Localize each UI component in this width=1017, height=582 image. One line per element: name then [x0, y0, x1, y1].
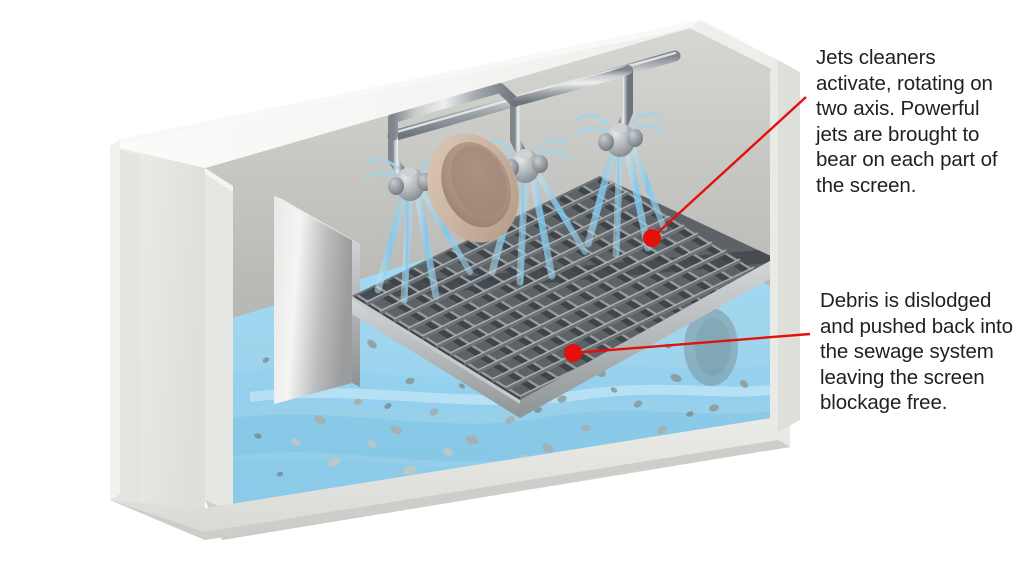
chamber-base-front-face [110, 415, 790, 540]
baffle-plate-top-edge [274, 196, 360, 244]
grating-right-frame [520, 258, 775, 418]
nozzle-hub-left-3 [598, 133, 614, 151]
callout-text-debris: Debris is dislodged and pushed back into… [820, 289, 1013, 414]
chamber-top-rim [110, 20, 778, 168]
jet-streams-1 [374, 191, 473, 304]
jet-streams-3 [584, 147, 667, 258]
jet-supply-manifold [387, 50, 681, 181]
baffle-plate-face [274, 196, 352, 404]
nozzle-cap-3 [613, 123, 627, 133]
nozzle-cap-1 [403, 167, 417, 177]
inlet-pipe-opening [427, 133, 519, 243]
baffle-plate [274, 196, 360, 404]
inlet-pipe-bore-shadow [451, 145, 507, 217]
chamber-left-wall-thickness [205, 168, 233, 512]
chamber-right-outer-wall-front [770, 60, 778, 432]
chamber-outer-shell [110, 20, 800, 540]
nozzle-hub-right-3 [627, 129, 643, 147]
grating-front-frame [352, 296, 520, 418]
bar-screen-grating [352, 176, 775, 418]
chamber-base-bottom [110, 440, 790, 540]
supply-pipe-branch-u2 [510, 65, 633, 107]
jet-nozzle-3 [574, 112, 667, 258]
nozzle-hub-right-2 [532, 155, 548, 173]
callout-leaders [564, 96, 811, 362]
grating-near-edge-rim [352, 296, 520, 404]
chamber-top-rim-face [110, 20, 700, 146]
leader-dot-debris [564, 344, 582, 362]
leader-line-debris [572, 332, 811, 355]
supply-pipe-drop-left [388, 131, 409, 181]
water-highlight-streak [250, 382, 770, 406]
nozzle-body-2 [510, 149, 540, 183]
grating-bars [352, 176, 775, 400]
submerged-pipe-ghost [684, 308, 738, 386]
chamber-left-wall-thickness-edge [205, 168, 233, 192]
leader-dot-jets [643, 229, 661, 247]
chamber-right-outer-wall [778, 60, 800, 432]
supply-pipe-branch-u [388, 83, 520, 141]
nozzle-hub-left-1 [388, 177, 404, 195]
nozzle-body-3 [605, 123, 635, 157]
leader-line-jets [651, 96, 807, 239]
callout-text-jets: Jets cleaners activate, rotating on two … [816, 46, 998, 197]
nozzle-cap-2 [518, 149, 532, 159]
jet-spray-arcs-3 [574, 112, 667, 137]
nozzle-body-1 [395, 167, 425, 201]
chamber-corner-sliver [110, 139, 120, 500]
